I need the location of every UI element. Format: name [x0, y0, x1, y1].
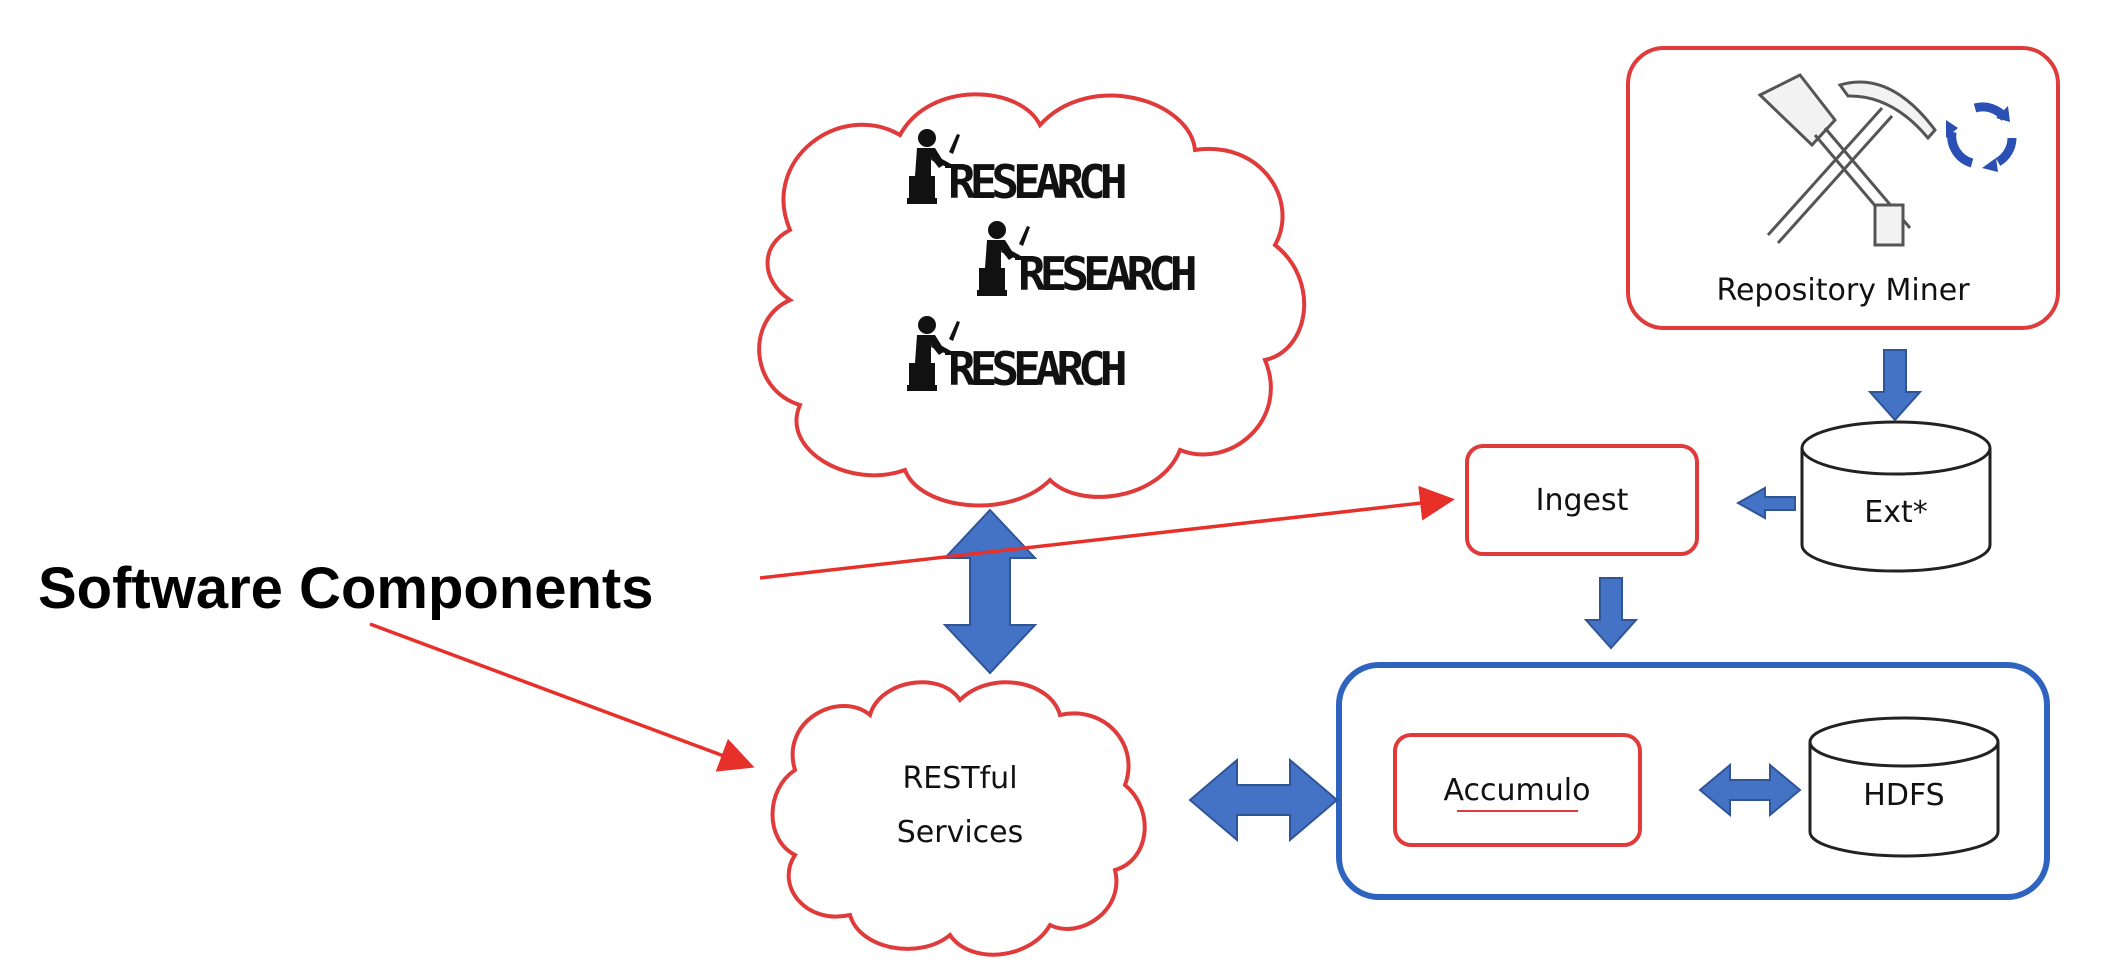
restful-label-line2: Services	[897, 815, 1024, 850]
ingest-box: Ingest	[1465, 444, 1699, 556]
refresh-cycle-icon	[1946, 102, 2017, 172]
research-label: RESEARCH	[948, 342, 1125, 396]
research-cloud	[757, 92, 1307, 508]
research-row-1: RESEARCH	[907, 129, 1131, 209]
research-row-2: RESEARCH	[977, 221, 1201, 301]
ingest-to-cluster-arrow	[1583, 577, 1639, 650]
ext-to-ingest-arrow	[1735, 486, 1796, 520]
repository-miner-box: Repository Miner	[1626, 46, 2060, 330]
restful-label-line1: RESTful	[902, 761, 1017, 796]
callout-arrow-to-ingest	[759, 485, 1455, 580]
miner-to-ext-arrow	[1867, 349, 1923, 422]
restful-services-cloud: RESTful Services	[770, 680, 1147, 957]
pickaxe-icon	[1766, 80, 1937, 247]
hdfs-label: HDFS	[1863, 778, 1944, 813]
callout-arrow-to-restful	[369, 622, 755, 772]
ext-database: Ext*	[1800, 420, 1992, 573]
research-label: RESEARCH	[948, 155, 1125, 209]
hdfs-database: HDFS	[1808, 716, 2000, 858]
ingest-label: Ingest	[1536, 483, 1629, 518]
research-row-3: RESEARCH	[907, 316, 1131, 396]
restful-cluster-double-arrow	[1188, 757, 1339, 843]
accumulo-box: Accumulo	[1393, 733, 1642, 847]
research-label: RESEARCH	[1018, 247, 1195, 301]
accumulo-label: Accumulo	[1444, 773, 1591, 808]
repository-miner-label: Repository Miner	[1716, 273, 1970, 308]
ext-label: Ext*	[1864, 495, 1927, 530]
accumulo-hdfs-double-arrow	[1698, 762, 1802, 818]
research-restful-double-arrow	[942, 508, 1038, 675]
software-components-callout: Software Components	[38, 556, 654, 621]
